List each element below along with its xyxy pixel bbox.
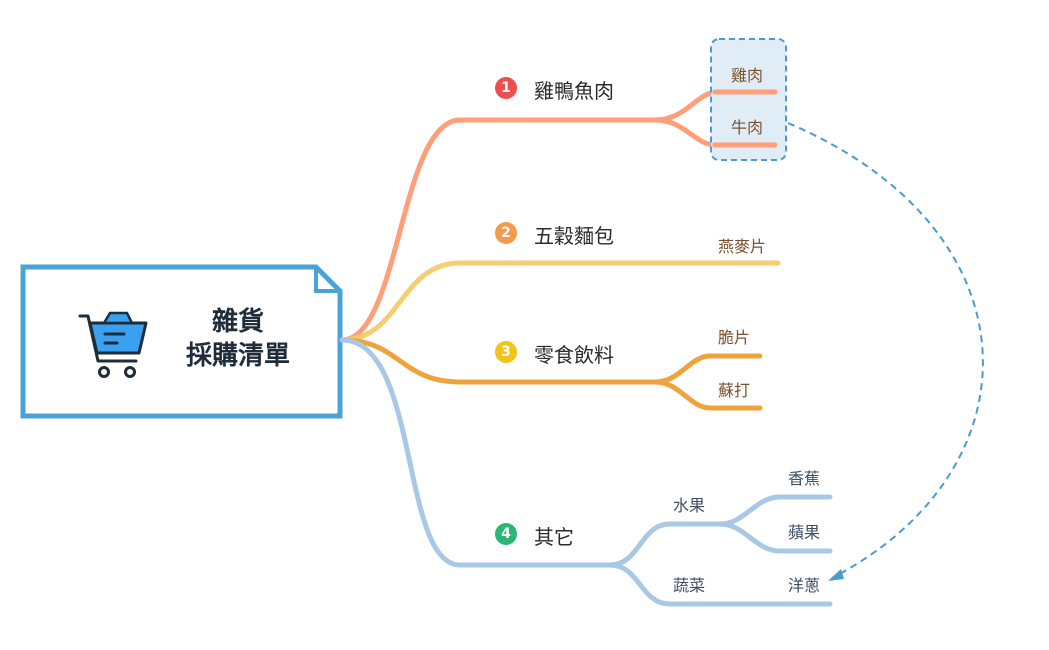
- root-node-box[interactable]: [20, 264, 343, 419]
- grandchild-label-banana[interactable]: 香蕉: [788, 469, 821, 488]
- root-title-line-1: 雜貨: [211, 307, 264, 337]
- branch-number-badge-3: 3: [495, 341, 517, 363]
- branch-line-2: [339, 260, 781, 343]
- grandchild-label-onion[interactable]: 洋蔥: [788, 576, 821, 595]
- branch-label-2[interactable]: 五穀麵包: [534, 224, 614, 248]
- root-title: 雜貨 採購清單: [168, 305, 308, 373]
- branch-number-badge-4: 4: [495, 523, 517, 545]
- meat-group-lines-overlay: [712, 89, 778, 148]
- shopping-cart-icon: [78, 311, 148, 378]
- branch-number-badge-2: 2: [495, 222, 517, 244]
- root-node-fold: [314, 267, 340, 293]
- meat-group-box[interactable]: [710, 38, 787, 161]
- branch-line-3: [339, 337, 763, 411]
- branch-line-4: [339, 337, 833, 607]
- child-label-soda[interactable]: 蘇打: [718, 381, 751, 400]
- grandchild-label-apple[interactable]: 蘋果: [788, 523, 821, 542]
- child-label-vegetables[interactable]: 蔬菜: [673, 576, 706, 595]
- branch-label-3[interactable]: 零食飲料: [534, 343, 614, 367]
- child-label-beef[interactable]: 牛肉: [731, 118, 764, 137]
- root-title-line-2: 採購清單: [185, 341, 290, 371]
- relationship-arrow[interactable]: [787, 122, 984, 579]
- child-label-chips[interactable]: 脆片: [718, 328, 751, 347]
- branch-label-4[interactable]: 其它: [534, 525, 574, 549]
- branch-number-badge-1: 1: [495, 77, 517, 99]
- child-label-fruit[interactable]: 水果: [673, 496, 706, 515]
- branch-label-1[interactable]: 雞鴨魚肉: [534, 79, 614, 103]
- child-label-chicken[interactable]: 雞肉: [731, 66, 764, 85]
- relationship-arrow-head: [828, 569, 844, 581]
- child-label-oatmeal[interactable]: 燕麥片: [718, 237, 767, 256]
